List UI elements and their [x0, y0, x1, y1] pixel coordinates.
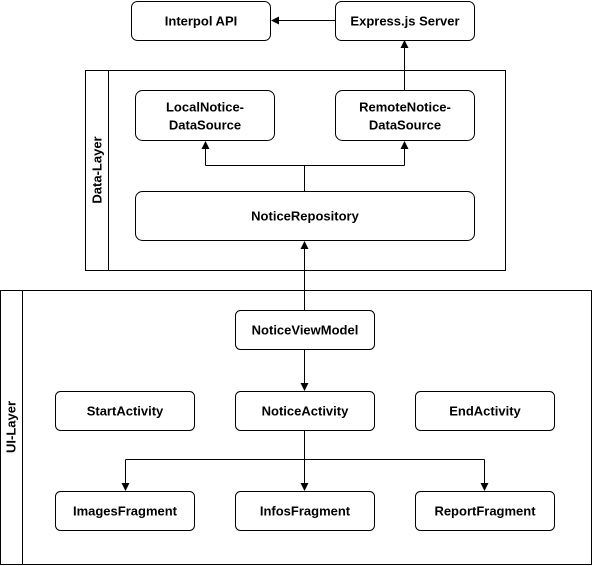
- node-remote-datasource: RemoteNotice- DataSource: [335, 90, 475, 141]
- node-interpol-api: Interpol API: [131, 1, 271, 41]
- node-express-server-label: Express.js Server: [350, 14, 459, 29]
- node-infos-fragment: InfosFragment: [235, 491, 375, 531]
- node-local-datasource-label-line1: LocalNotice-: [166, 100, 244, 115]
- node-local-datasource-label-line2: DataSource: [169, 118, 241, 133]
- node-notice-activity: NoticeActivity: [235, 391, 375, 431]
- node-report-fragment-label: ReportFragment: [434, 504, 536, 519]
- node-notice-repository-label: NoticeRepository: [251, 209, 359, 224]
- arrowhead-infos: [300, 483, 309, 491]
- node-start-activity-label: StartActivity: [87, 404, 164, 419]
- node-local-datasource: LocalNotice- DataSource: [135, 90, 275, 141]
- node-remote-datasource-label-line2: DataSource: [369, 118, 441, 133]
- connectors: [121, 16, 489, 491]
- node-start-activity: StartActivity: [55, 391, 195, 431]
- node-express-server: Express.js Server: [335, 1, 475, 41]
- node-notice-activity-label: NoticeActivity: [262, 404, 349, 419]
- node-notice-viewmodel-label: NoticeViewModel: [252, 323, 359, 338]
- arrowhead-repository: [300, 241, 309, 249]
- arrowhead-interpol: [271, 16, 279, 25]
- arrowhead-images: [121, 483, 130, 491]
- node-report-fragment: ReportFragment: [415, 491, 555, 531]
- data-layer-label: Data-Layer: [90, 136, 105, 203]
- node-infos-fragment-label: InfosFragment: [260, 504, 351, 519]
- node-notice-repository: NoticeRepository: [135, 191, 475, 241]
- arrowhead-local: [201, 141, 210, 149]
- node-interpol-api-label: Interpol API: [165, 14, 237, 29]
- node-images-fragment-label: ImagesFragment: [73, 504, 178, 519]
- arrowhead-notice-activity: [300, 383, 309, 391]
- arrowhead-report: [480, 483, 489, 491]
- node-end-activity-label: EndActivity: [449, 404, 521, 419]
- node-end-activity: EndActivity: [415, 391, 555, 431]
- arrowhead-remote: [400, 141, 409, 149]
- ui-layer-label: UI-Layer: [4, 401, 19, 453]
- node-images-fragment: ImagesFragment: [55, 491, 195, 531]
- node-notice-viewmodel: NoticeViewModel: [235, 310, 375, 350]
- node-remote-datasource-label-line1: RemoteNotice-: [359, 100, 451, 115]
- arrowhead-express: [400, 40, 409, 48]
